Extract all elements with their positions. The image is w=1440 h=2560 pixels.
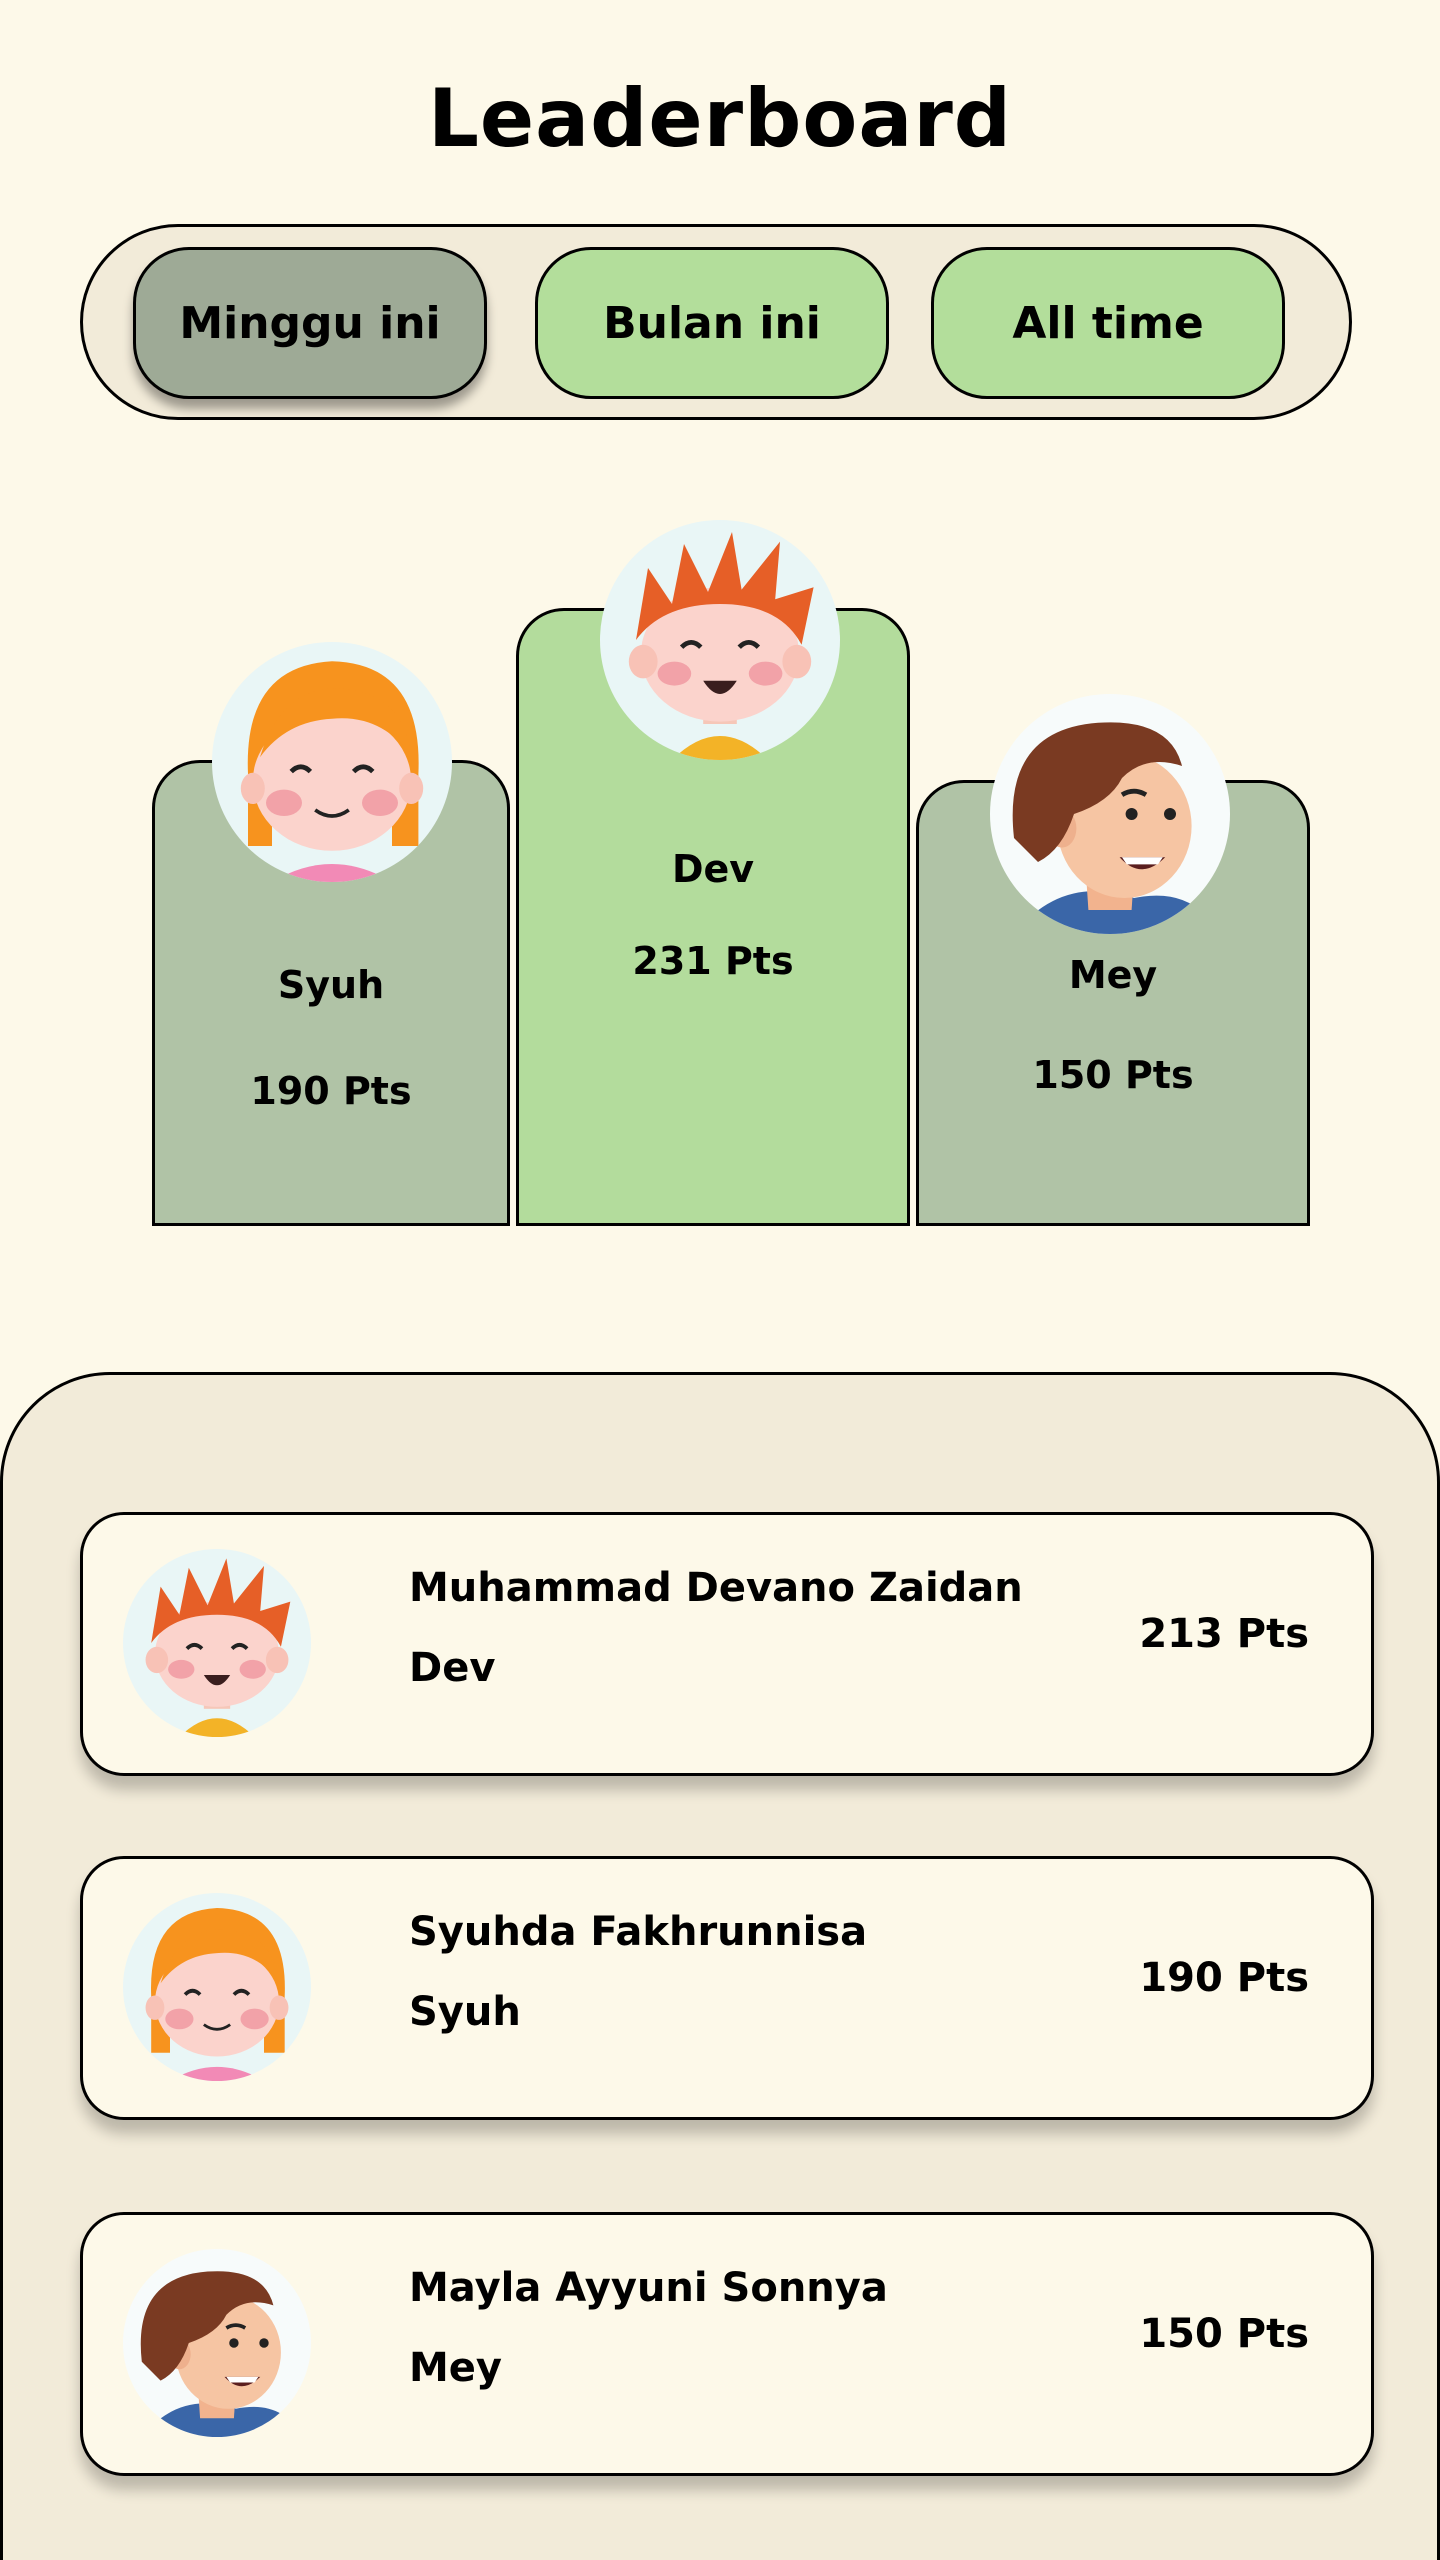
tab-bulan-ini[interactable]: Bulan ini <box>535 247 889 399</box>
tab-minggu-ini[interactable]: Minggu ini <box>133 247 487 399</box>
ranking-points: 190 Pts <box>1139 1955 1309 2001</box>
boy-brown-hair-avatar <box>123 2249 311 2437</box>
ranking-full-name: Syuhda Fakhrunnisa <box>409 1909 868 1955</box>
ranking-nickname: Syuh <box>409 1989 521 2035</box>
girl-orange-hair-avatar <box>212 642 452 882</box>
ranking-points: 213 Pts <box>1139 1611 1309 1657</box>
podium-third-name: Mey <box>1068 953 1158 997</box>
ranking-nickname: Dev <box>409 1645 496 1691</box>
boy-brown-hair-avatar <box>990 694 1230 934</box>
page-title: Leaderboard <box>427 72 1013 165</box>
boy-orange-hair-avatar <box>123 1549 311 1737</box>
girl-orange-hair-avatar <box>123 1893 311 2081</box>
period-tab-bar: Minggu ini Bulan ini All time <box>80 224 1352 420</box>
podium-first-points: 231 Pts <box>632 939 794 983</box>
ranking-full-name: Muhammad Devano Zaidan <box>409 1565 1023 1611</box>
podium-first-name: Dev <box>671 847 755 891</box>
ranking-list-item[interactable]: Mayla Ayyuni Sonnya Mey 150 Pts <box>80 2212 1374 2476</box>
ranking-list-item[interactable]: Muhammad Devano Zaidan Dev 213 Pts <box>80 1512 1374 1776</box>
ranking-full-name: Mayla Ayyuni Sonnya <box>409 2265 888 2311</box>
ranking-points: 150 Pts <box>1139 2311 1309 2357</box>
podium-second-points: 190 Pts <box>250 1069 412 1113</box>
podium-third-points: 150 Pts <box>1032 1053 1194 1097</box>
ranking-list-item[interactable]: Syuhda Fakhrunnisa Syuh 190 Pts <box>80 1856 1374 2120</box>
boy-orange-hair-avatar <box>600 520 840 760</box>
tab-all-time[interactable]: All time <box>931 247 1285 399</box>
ranking-nickname: Mey <box>409 2345 503 2391</box>
podium-second-name: Syuh <box>277 963 385 1007</box>
